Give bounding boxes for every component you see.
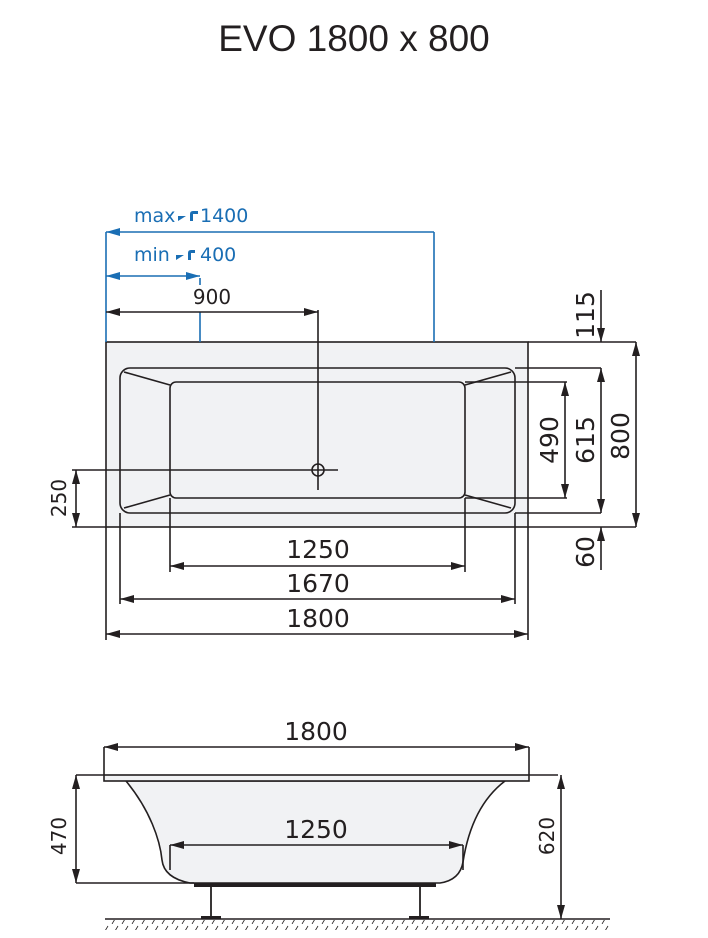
inner-bottom-width-dim: 490	[535, 416, 564, 464]
inner-top-length-dim: 1670	[286, 569, 350, 598]
ground-hatch	[105, 918, 610, 930]
tap-max-label: max	[134, 205, 175, 227]
rim-top-dim: 115	[571, 291, 600, 339]
inner-bottom-length-dim: 1250	[286, 535, 350, 564]
tub-side-rim	[103, 774, 530, 782]
drawing-title: EVO 1800 x 800	[218, 18, 490, 59]
faucet-icon	[178, 211, 198, 221]
tap-dimensions: max 1400 min 400	[105, 205, 435, 342]
drain-offset-dim: 900	[193, 285, 231, 309]
tub-side-body	[124, 780, 508, 884]
side-overall-length-dim: 1800	[284, 717, 348, 746]
tap-min-value: 400	[200, 244, 236, 266]
side-height-dim: 620	[535, 817, 559, 855]
inner-top-width-dim: 615	[571, 416, 600, 464]
side-bottom-length-dim: 1250	[284, 815, 348, 844]
faucet-icon	[176, 250, 195, 260]
drain-crosshair-icon	[72, 310, 338, 490]
side-view: 1800 1250 470 620	[47, 717, 610, 930]
rim-bottom-dim: 60	[571, 536, 600, 568]
side-depth-dim: 470	[47, 817, 71, 855]
overall-length-dim: 1800	[286, 604, 350, 633]
tap-max-value: 1400	[200, 205, 248, 227]
drain-side-dim: 250	[47, 479, 71, 517]
top-view: max 1400 min 400 900 250 1250 1670	[47, 205, 640, 640]
tap-min-label: min	[134, 244, 170, 266]
overall-width-dim: 800	[606, 412, 635, 460]
